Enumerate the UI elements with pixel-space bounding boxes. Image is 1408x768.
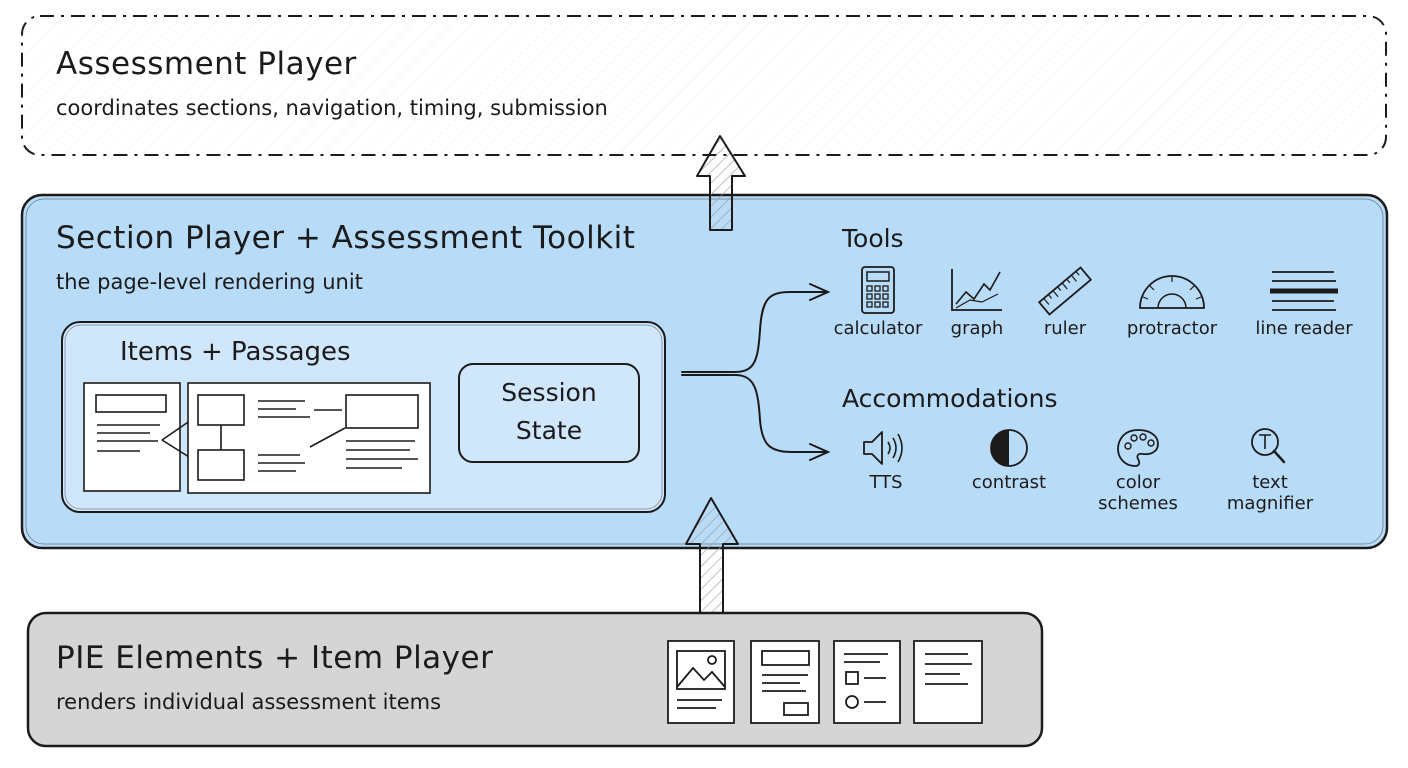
graph-icon xyxy=(951,269,1002,311)
magnifier-icon xyxy=(1251,428,1286,464)
section-player-subtitle: the page-level rendering unit xyxy=(56,270,363,294)
tool-ruler[interactable]: ruler xyxy=(1030,264,1100,339)
accommodation-label-line2: magnifier xyxy=(1226,493,1314,514)
accommodation-label: text xyxy=(1252,472,1288,493)
accommodation-label: color xyxy=(1115,472,1161,493)
tool-label: line reader xyxy=(1255,318,1353,339)
assessment-player-box xyxy=(21,15,1387,156)
tool-protractor[interactable]: protractor xyxy=(1112,264,1232,339)
accommodation-label-line2: schemes xyxy=(1098,493,1178,514)
session-state-box xyxy=(458,363,640,463)
accommodation-contrast[interactable]: contrast xyxy=(956,424,1062,493)
session-state-line1: Session xyxy=(501,378,597,407)
section-player-title: Section Player + Assessment Toolkit xyxy=(56,220,636,256)
item-wireframe-sketch xyxy=(83,382,431,494)
tools-heading: Tools xyxy=(842,224,904,253)
pie-item-cards xyxy=(667,640,983,724)
session-state-line2: State xyxy=(515,416,583,445)
accommodation-label: TTS xyxy=(869,472,903,493)
ruler-icon xyxy=(1037,266,1093,316)
accommodation-tts[interactable]: TTS xyxy=(850,424,922,493)
tool-line-reader[interactable]: line reader xyxy=(1242,264,1366,339)
arrow-to-section-player xyxy=(685,497,739,626)
accommodation-text-magnifier[interactable]: text magnifier xyxy=(1222,424,1318,514)
tool-label: protractor xyxy=(1126,318,1218,339)
branch-connector xyxy=(681,283,831,461)
contrast-icon xyxy=(990,429,1028,467)
pie-elements-title: PIE Elements + Item Player xyxy=(56,640,494,676)
tool-label: ruler xyxy=(1043,318,1087,339)
session-state-label: Session State xyxy=(459,374,639,450)
palette-icon xyxy=(1117,429,1159,467)
calculator-icon xyxy=(861,266,895,314)
items-passages-title: Items + Passages xyxy=(120,337,351,367)
pie-elements-subtitle: renders individual assessment items xyxy=(56,690,442,714)
assessment-player-subtitle: coordinates sections, navigation, timing… xyxy=(56,96,608,120)
tool-graph[interactable]: graph xyxy=(942,264,1012,339)
tool-label: graph xyxy=(950,318,1004,339)
protractor-icon xyxy=(1139,275,1205,309)
line-reader-icon xyxy=(1270,271,1338,311)
tool-calculator[interactable]: calculator xyxy=(820,264,936,339)
assessment-player-title: Assessment Player xyxy=(56,46,357,82)
accommodation-color-schemes[interactable]: color schemes xyxy=(1090,424,1186,514)
arrow-to-assessment-player xyxy=(696,135,746,231)
accommodations-heading: Accommodations xyxy=(842,384,1058,413)
tool-label: calculator xyxy=(833,318,923,339)
speaker-icon xyxy=(863,431,903,465)
accommodation-label: contrast xyxy=(971,472,1047,493)
